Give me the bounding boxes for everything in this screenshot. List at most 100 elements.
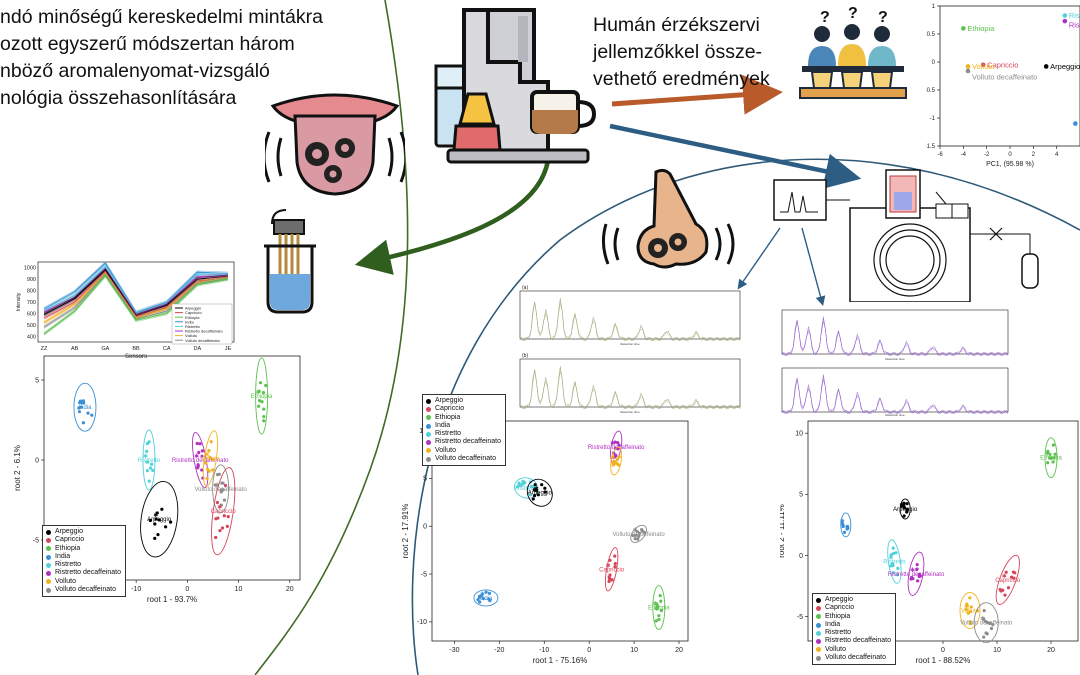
sample-point-ethiopia [654,606,658,611]
legend-swatch [426,415,431,421]
sample-point-arpeggio [154,517,158,521]
sample-point-ristretto [891,571,896,575]
y-tick-label: 900 [27,277,36,283]
sample-point-ristretto-decaffeinato [916,579,920,583]
legend-item-ristretto: Ristretto [46,561,121,569]
group-ellipse-india [840,512,852,538]
sample-point-capriccio [222,514,226,518]
sample-point-india [79,405,83,409]
sample-point-ristretto [147,479,151,483]
gc-instrument-icon [773,169,1039,302]
group-label-ristretto: Ristretto [138,458,161,464]
x-tick-label: JE [225,346,232,352]
sample-point-ristretto [892,551,896,555]
sample-point-capriccio [607,575,611,579]
x-axis-label: Retention time [885,413,905,417]
sample-point-india [484,590,488,594]
x-tick-label: 20 [675,647,683,654]
legend-label: Volluto [435,446,457,454]
legend-label: Volluto [55,577,77,585]
pca-point-volluto [965,64,971,69]
sample-point-capriccio [1003,593,1007,597]
sample-point-volluto-decaffeinato [219,488,223,492]
x-axis-label: PC1, (95.98 %) [986,161,1034,168]
group-centroid-marker: ✱ [534,486,539,493]
legend-label: Capriccio [825,604,855,612]
legend-label: Ethiopia [55,544,81,552]
sample-point-ethiopia [1048,452,1052,457]
group-centroid-marker: ✱ [153,512,158,519]
sample-point-capriccio [1006,586,1011,590]
x-tick-label: DA [194,346,202,352]
x-tick-label: -2 [984,152,990,158]
chromatogram-frame [781,309,1009,355]
sample-point-ristretto [521,479,525,483]
x-tick-label: BB [132,346,140,352]
x-axis-label: Retention time [885,357,905,361]
sample-point-volluto-decaffeinato [984,631,988,635]
sample-point-ristretto [145,469,149,473]
y-tick-label: -5 [421,571,427,578]
sample-point-india [842,530,847,535]
group-ellipse-volluto [610,446,623,476]
sample-point-volluto-decaffeinato [988,621,992,625]
sample-point-volluto [615,457,620,461]
x-tick-label: ZZ [41,346,48,352]
sample-point-capriccio [220,526,225,530]
group-centroid-marker: ✱ [1045,451,1050,458]
sample-point-arpeggio [164,525,168,529]
group-label-india: India [479,596,493,602]
group-centroid-marker: ✱ [606,562,611,569]
sample-point-ristretto [891,563,895,568]
sample-point-india [481,596,486,601]
sample-point-arpeggio [543,490,547,494]
sensor-series-india [43,261,229,312]
sample-point-arpeggio [905,502,909,506]
pca-label-ethiopia: Ethiopia [967,24,995,33]
sample-point-india [846,526,850,530]
panel-label: (b) [522,353,528,359]
group-ellipse-ristretto [514,477,539,499]
legend-swatch [816,647,821,653]
sample-point-ristretto [145,441,150,446]
legend-swatch [816,605,821,611]
group-centroid-marker: ✱ [215,482,220,489]
sample-point-arpeggio [902,514,906,518]
pca-label-volluto: Volluto [972,62,995,71]
group-ellipse-ethiopia [255,357,269,435]
sample-point-arpeggio [160,507,164,511]
legend-swatch [426,456,431,462]
sample-point-arpeggio [533,483,537,487]
sensor-series-capriccio [43,270,229,317]
sample-point-capriccio [1009,575,1014,579]
sample-point-ristretto-decaffeinato [915,567,919,571]
x-tick-label: 0 [1008,152,1012,158]
legend-label: Arpeggio [55,528,84,535]
sample-point-ristretto-decaffeinato [915,563,919,567]
legend-item-volluto: Volluto [426,447,501,455]
arrow-to-gc-trace [801,227,826,307]
legend-label: Ethiopia [825,612,851,620]
sample-point-ristretto [517,483,521,488]
legend-item-ristretto-decaffeinato: Ristretto decaffeinato [426,438,501,446]
group-centroid-marker: ✱ [633,527,638,534]
arrow-to-sensory [611,74,783,115]
sample-point-ethiopia [258,381,263,385]
y-tick-label: 1 [932,4,936,10]
legend-swatch [816,614,821,620]
svg-text:?: ? [878,9,888,26]
sample-point-volluto [968,620,972,624]
legend-item-ristretto-decaffeinato: Ristretto decaffeinato [816,637,891,645]
legend-item-arpeggio: Arpeggio [46,528,121,536]
sample-point-volluto-decaffeinato [216,473,220,477]
sample-point-volluto-decaffeinato [985,621,990,625]
sample-point-arpeggio [543,486,547,490]
legend-swatch [426,431,431,437]
sample-point-volluto [207,469,211,473]
sample-point-capriccio [216,516,220,520]
sample-point-india [78,400,82,405]
y-tick-label: 1000 [24,266,36,272]
sample-point-india [841,524,845,529]
